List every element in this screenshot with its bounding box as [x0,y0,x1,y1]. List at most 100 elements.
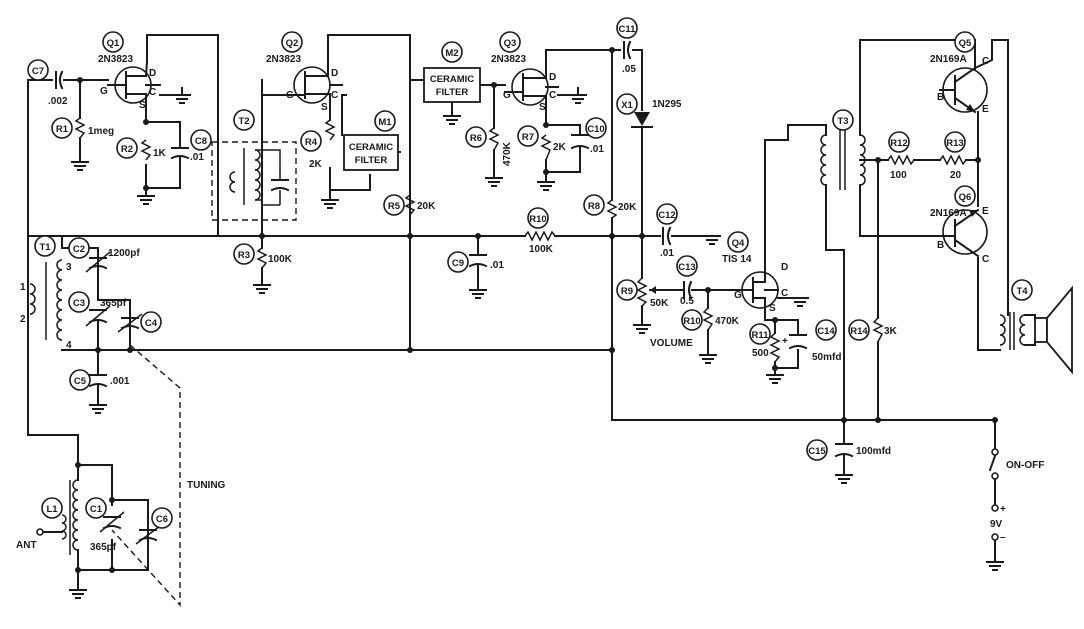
t1-pin4: 4 [66,340,72,351]
c1-ref: C1 [90,504,103,515]
battery-label: 9V [990,519,1003,530]
c15-ref: C15 [808,446,826,457]
svg-text:C: C [149,87,156,98]
svg-text:S: S [321,102,328,113]
transistor-q1 [107,60,161,109]
svg-text:C: C [549,90,556,101]
c12-value: .01 [660,248,674,259]
r11-value: 500 [752,348,769,359]
r10a-value: 100K [529,244,554,255]
ceramic-filter-m1: CERAMIC FILTER [343,134,399,171]
transistor-q5 [939,39,993,114]
r11-symbol [769,332,781,363]
svg-text:S: S [539,102,546,113]
q2-ref: Q2 [286,38,299,49]
m2-line1: CERAMIC [430,74,474,85]
r8-symbol [606,199,618,219]
x1-part: 1N295 [652,99,682,110]
reference-labels: Q1 2N3823 Q2 2N3823 M2 Q3 2N3823 C11 .05… [20,17,1033,553]
c11-value: .05 [622,64,636,75]
svg-text:G: G [100,86,108,97]
t2-ref: T2 [238,116,249,127]
q6-ref: Q6 [959,192,972,203]
r14-value: 3K [884,326,898,337]
r8-ref: R8 [588,201,600,212]
svg-text:+: + [782,336,788,347]
r2-value: 1K [153,148,167,159]
t1-pin1: 1 [20,282,26,293]
speaker-icon [1034,285,1073,375]
r13-ref: R13 [946,138,963,149]
battery-plus: + [1000,504,1006,515]
battery-terminals [991,504,999,541]
c8-value: .01 [190,152,204,163]
transistor-q4 [739,269,779,311]
r9-ref: R9 [621,286,633,297]
svg-text:D: D [781,262,788,273]
r10b-value: 470K [715,316,740,327]
l1-ref: L1 [46,504,58,515]
svg-text:C: C [982,254,989,265]
r5-value: 20K [417,201,436,212]
svg-text:G: G [503,90,511,101]
r4-symbol [324,119,336,141]
svg-text:E: E [982,206,989,217]
r10b-ref: R10 [683,316,700,327]
r13-value: 20 [950,170,962,181]
q6-part: 2N169A [930,208,967,219]
r7-value: 2K [553,142,567,153]
r5-symbol [404,194,416,216]
c6-ref: C6 [156,514,168,525]
svg-text:G: G [734,290,742,301]
resistors [74,117,967,363]
c5-ref: C5 [74,376,87,387]
r2-symbol [140,139,152,161]
q4-part: TIS 14 [722,254,752,265]
c1-value: 365pf [90,542,117,553]
wiring [27,34,1009,591]
antenna-terminal [36,528,44,536]
svg-text:E: E [982,104,989,115]
on-off-label: ON-OFF [1006,460,1044,471]
r12-ref: R12 [890,138,907,149]
c12-ref: C12 [658,210,675,221]
r2-ref: R2 [121,144,133,155]
r9-value: 50K [650,298,669,309]
m1-line1: CERAMIC [349,142,393,153]
r4-value: 2K [309,159,323,170]
q2-part: 2N3823 [266,54,301,65]
m2-ref: M2 [445,48,458,59]
m1-ref: M1 [378,117,392,128]
r7-ref: R7 [522,132,534,143]
t4-ref: T4 [1016,286,1028,297]
t2-shield [211,141,297,221]
t1-pin2: 2 [20,314,26,325]
transistor-q2 [261,61,343,111]
r14-symbol [872,317,884,343]
svg-text:D: D [549,72,556,83]
r14-ref: R14 [850,326,868,337]
r7-symbol [540,134,552,161]
r3-ref: R3 [238,250,250,261]
c2-value: 1200pf [108,248,140,259]
q1-ref: Q1 [107,38,120,49]
r8-value: 20K [618,202,637,213]
r3-symbol [256,247,268,269]
c14-value: 50mfd [812,352,841,363]
r10a-symbol [524,230,556,242]
c7-ref: C7 [32,66,44,77]
coil-t1 [29,259,63,341]
svg-text:C: C [982,56,989,67]
t3-ref: T3 [837,116,848,127]
c8-ref: C8 [195,136,207,147]
c2-ref: C2 [73,244,85,255]
r13-symbol [939,154,967,166]
tuning-label: TUNING [187,480,226,491]
q5-part: 2N169A [930,54,967,65]
diode-x1 [631,112,653,128]
t1-ref: T1 [39,242,51,253]
capacitors: + [55,40,854,545]
ceramic-filter-m2: CERAMIC FILTER [423,67,481,103]
q1-part: 2N3823 [98,54,133,65]
